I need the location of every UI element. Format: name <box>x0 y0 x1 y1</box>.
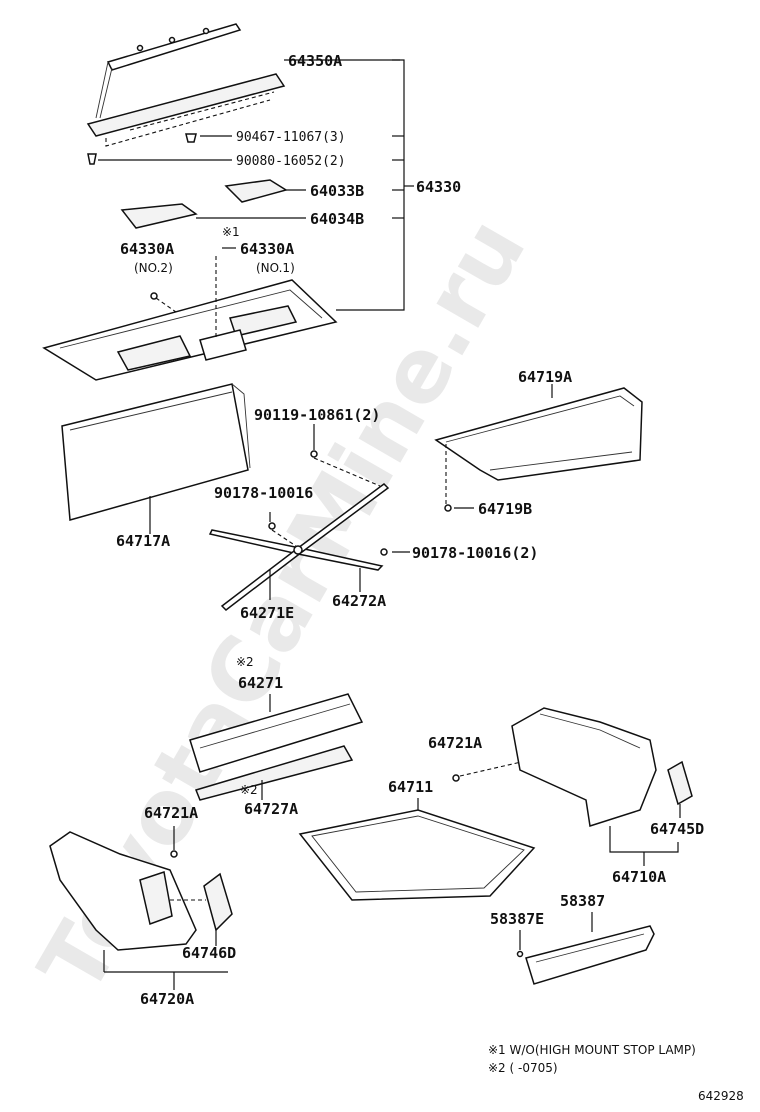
trim-64710a-drawing[interactable] <box>511 707 693 827</box>
label-90467: 90467-11067(3) <box>236 130 346 145</box>
package-tray-drawing[interactable] <box>42 256 338 381</box>
cover-assy-drawing[interactable] <box>86 23 286 147</box>
label-64034b: 64034B <box>310 210 364 228</box>
cover-64033b-drawing[interactable] <box>224 179 288 203</box>
floor-mat-drawing[interactable] <box>298 809 536 901</box>
label-64745d: 64745D <box>650 820 704 838</box>
label-64719b: 64719B <box>478 500 532 518</box>
label-64711: 64711 <box>388 778 433 796</box>
label-64271: 64271 <box>238 674 283 692</box>
label-90119: 90119-10861(2) <box>254 406 380 424</box>
mark-2b: ※2 <box>240 783 258 797</box>
label-64727a: 64727A <box>244 800 298 818</box>
label-no2: (NO.2) <box>134 261 173 275</box>
trim-64717a-drawing[interactable] <box>61 383 251 521</box>
support-rod-drawing[interactable] <box>208 450 390 611</box>
label-64330a-no1: 64330A <box>240 240 294 258</box>
note-1: ※1 W/O(HIGH MOUNT STOP LAMP) <box>488 1043 696 1057</box>
trim-64720a-drawing[interactable] <box>49 831 233 951</box>
label-64720a: 64720A <box>140 990 194 1008</box>
diagram-id: 642928 <box>698 1089 744 1103</box>
label-64721a-left: 64721A <box>144 804 198 822</box>
screw-icon <box>87 133 197 165</box>
label-90080: 90080-16052(2) <box>236 154 346 169</box>
label-64717a: 64717A <box>116 532 170 550</box>
plate-58387-drawing[interactable] <box>525 925 655 985</box>
label-58387e: 58387E <box>490 910 544 928</box>
label-64710a: 64710A <box>612 868 666 886</box>
mark-2a: ※2 <box>236 655 254 669</box>
label-90178-a: 90178-10016 <box>214 484 313 502</box>
cover-64034b-drawing[interactable] <box>120 203 198 229</box>
label-64746d: 64746D <box>182 944 236 962</box>
trim-64271-drawing[interactable] <box>189 693 364 801</box>
label-64330a-no2: 64330A <box>120 240 174 258</box>
label-64719a: 64719A <box>518 368 572 386</box>
label-64272a: 64272A <box>332 592 386 610</box>
label-64721a-right: 64721A <box>428 734 482 752</box>
lid-trim-drawing[interactable] <box>434 387 643 512</box>
label-58387: 58387 <box>560 892 605 910</box>
note-2: ※2 ( -0705) <box>488 1061 558 1075</box>
label-64330: 64330 <box>416 178 461 196</box>
mark-1: ※1 <box>222 225 240 239</box>
label-no1: (NO.1) <box>256 261 295 275</box>
label-90178-b: 90178-10016(2) <box>412 544 538 562</box>
label-64271e: 64271E <box>240 604 294 622</box>
label-64033b: 64033B <box>310 182 364 200</box>
label-64350a: 64350A <box>288 52 342 70</box>
